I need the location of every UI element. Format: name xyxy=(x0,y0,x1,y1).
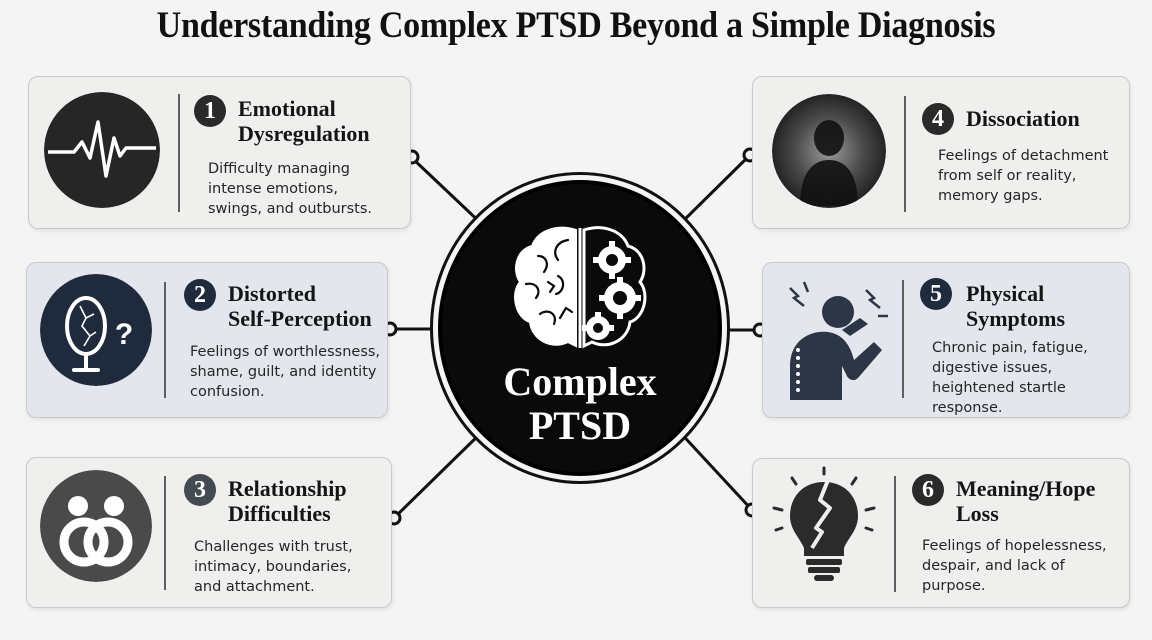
symptom-number-2: 2 xyxy=(184,279,216,311)
symptom-number-1: 1 xyxy=(194,95,226,127)
symptom-description-4: Feelings of detachment from self or real… xyxy=(938,148,1109,204)
linked-people-icon xyxy=(40,470,152,582)
symptom-number-3: 3 xyxy=(184,474,216,506)
symptom-description-5: Chronic pain, fatigue, digestive issues,… xyxy=(932,340,1088,416)
heartbeat-icon xyxy=(44,92,160,208)
symptom-description-1: Difficulty managing intense emotions, sw… xyxy=(208,161,373,217)
symptom-number-6: 6 xyxy=(912,474,944,506)
cracked-mirror-icon: ? xyxy=(40,274,152,386)
broken-lightbulb-icon xyxy=(772,466,876,581)
brain-gears-icon xyxy=(514,226,647,349)
symptom-number-4: 4 xyxy=(922,103,954,135)
card-divider xyxy=(902,280,904,398)
symptom-description-3: Challenges with trust, intimacy, boundar… xyxy=(194,539,353,595)
card-divider xyxy=(178,94,180,212)
card-divider xyxy=(164,476,166,590)
card-divider xyxy=(164,282,166,398)
pained-person-icon xyxy=(789,281,888,400)
symptom-number-5: 5 xyxy=(920,278,952,310)
blurred-silhouette-icon xyxy=(772,94,886,208)
symptom-heading-6: Meaning/Hope Loss xyxy=(956,476,1096,526)
symptom-heading-1: Emotional Dysregulation xyxy=(238,96,370,146)
symptom-description-2: Feelings of worthlessness, shame, guilt,… xyxy=(190,344,381,400)
symptom-heading-2: Distorted Self-Perception xyxy=(228,281,372,331)
symptom-heading-5: Physical Symptoms xyxy=(966,281,1066,331)
hub-label: Complex PTSD xyxy=(503,359,657,448)
symptom-heading-3: Relationship Difficulties xyxy=(228,476,347,526)
card-divider xyxy=(894,476,896,592)
svg-text:?: ? xyxy=(115,318,133,351)
symptom-description-6: Feelings of hopelessness, despair, and l… xyxy=(922,538,1107,594)
card-divider xyxy=(904,96,906,212)
symptom-heading-4: Dissociation xyxy=(966,106,1080,131)
page-title: Understanding Complex PTSD Beyond a Simp… xyxy=(156,5,996,46)
